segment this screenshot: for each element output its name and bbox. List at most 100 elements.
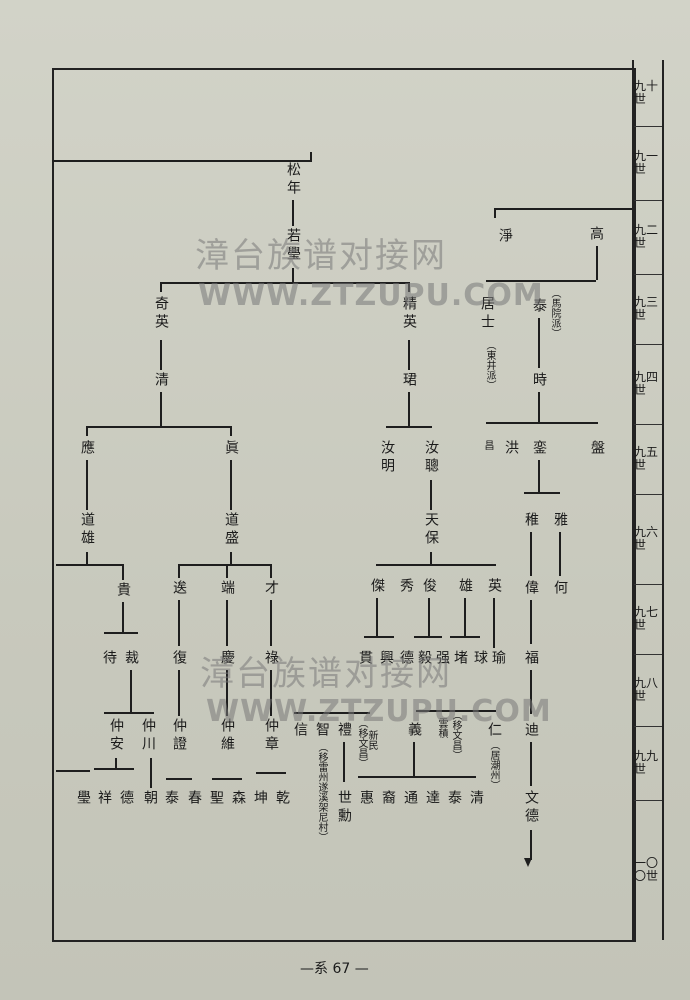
name-song-nian: 松年 <box>285 162 301 198</box>
name-qing2: 慶 <box>219 650 235 668</box>
connector <box>178 600 180 646</box>
connector <box>428 598 430 636</box>
gen-94: 九四世 <box>634 344 662 425</box>
connector <box>160 282 162 292</box>
connector <box>408 392 410 426</box>
connector <box>530 742 532 786</box>
name-yu4: 裔 <box>380 790 396 808</box>
branch-line <box>256 772 286 774</box>
name-yong: 昌 <box>482 440 493 450</box>
connector <box>226 670 228 716</box>
name-jing2: 淨 <box>497 228 513 246</box>
connector <box>230 460 232 510</box>
name-wen-de: 文德 <box>523 790 539 826</box>
branch-line <box>56 770 90 772</box>
name-xinmin: 新民 <box>366 730 377 750</box>
name-sheng2: 聖 <box>208 790 224 808</box>
branch-line <box>450 636 480 638</box>
connector <box>408 282 410 292</box>
note-wenchang1: （移文昌） <box>356 718 367 768</box>
name-gui: 貴 <box>115 582 131 600</box>
branch-line <box>178 564 272 566</box>
name-ren: 仁 <box>486 722 502 740</box>
connector <box>178 670 180 716</box>
name-jun2: 俊 <box>421 578 437 596</box>
connector <box>530 830 532 860</box>
connector <box>538 318 540 368</box>
name-tai2: 泰 <box>446 790 462 808</box>
name-yi: 毅 <box>416 650 432 668</box>
connector <box>226 564 228 578</box>
name-li: 禮 <box>336 722 352 740</box>
name-zhong-chuan: 仲川 <box>140 718 156 754</box>
note-leizhou: （移雷州遂溪架尼村） <box>316 742 327 842</box>
connector <box>230 552 232 564</box>
watermark-url-2: WWW.ZTZUPU.COM <box>206 694 552 729</box>
name-duan: 端 <box>219 580 235 598</box>
note-chaozhou: （居潮州） <box>488 740 499 790</box>
name-de: 德 <box>118 790 134 808</box>
gen-91: 九一世 <box>634 126 662 201</box>
name-jing-ying: 精英 <box>401 296 417 332</box>
page-number: —系 67 — <box>300 961 369 977</box>
name-tai1: 泰 <box>163 790 179 808</box>
connector <box>130 670 132 712</box>
connector <box>538 392 540 422</box>
watermark-text: 漳台族谱对接网 <box>195 236 447 276</box>
name-xin: 信 <box>292 722 308 740</box>
name-fu: 復 <box>171 650 187 668</box>
note-wenchang2: （移文昌） <box>450 710 461 760</box>
branch-line <box>494 208 632 210</box>
branch-line <box>524 492 560 494</box>
connector <box>270 564 272 578</box>
connector <box>122 602 124 632</box>
connector <box>464 598 466 636</box>
branch-line <box>94 768 134 770</box>
connector <box>292 268 294 282</box>
name-qiang: 强 <box>434 650 450 668</box>
name-tian-bao: 天保 <box>423 512 439 548</box>
top-branch-line <box>52 160 310 162</box>
connector <box>292 200 294 226</box>
connector <box>270 600 272 646</box>
name-qiu: 球 <box>472 650 488 668</box>
name-yu2: 璺 <box>75 790 91 808</box>
name-qian: 乾 <box>274 790 290 808</box>
name-qing3: 清 <box>468 790 484 808</box>
connector <box>494 208 496 218</box>
connector <box>122 564 124 580</box>
name-pan: 盤 <box>589 440 605 458</box>
name-zhong-deng: 仲證 <box>171 718 187 754</box>
name-ya: 雅 <box>552 512 568 530</box>
watermark-url: WWW.ZTZUPU.COM <box>198 278 544 313</box>
name-ju-shi: 居士 <box>479 296 495 332</box>
name-zhen: 眞 <box>223 440 239 458</box>
connector <box>596 246 598 280</box>
branch-line <box>364 636 394 638</box>
connector <box>493 598 495 648</box>
name-hong: 洪 <box>503 440 519 458</box>
gen-99: 九九世 <box>634 726 662 801</box>
name-xing: 興 <box>378 650 394 668</box>
branch-line <box>86 426 232 428</box>
name-dui: 逘 <box>171 580 187 598</box>
name-tong: 通 <box>402 790 418 808</box>
note-madian: （馬院派） <box>549 288 560 338</box>
name-xiong2: 雄 <box>457 578 473 596</box>
name-zhi-wei: 稚 <box>523 512 539 530</box>
name-cai: 才 <box>263 580 279 598</box>
name-he: 何 <box>552 580 568 598</box>
name-tai3: 泰 <box>531 298 547 316</box>
name-jie: 傑 <box>369 578 385 596</box>
name-ji: 銮 <box>531 440 547 458</box>
gen-96: 九六世 <box>634 494 662 585</box>
name-lu: 祿 <box>263 650 279 668</box>
name-da: 達 <box>424 790 440 808</box>
branch-line <box>416 710 496 712</box>
connector <box>408 340 410 370</box>
gen-97: 九七世 <box>634 584 662 655</box>
down-arrow-icon <box>524 858 532 867</box>
branch-line <box>414 636 442 638</box>
name-zhong-wei: 仲維 <box>219 718 235 754</box>
connector <box>376 598 378 636</box>
